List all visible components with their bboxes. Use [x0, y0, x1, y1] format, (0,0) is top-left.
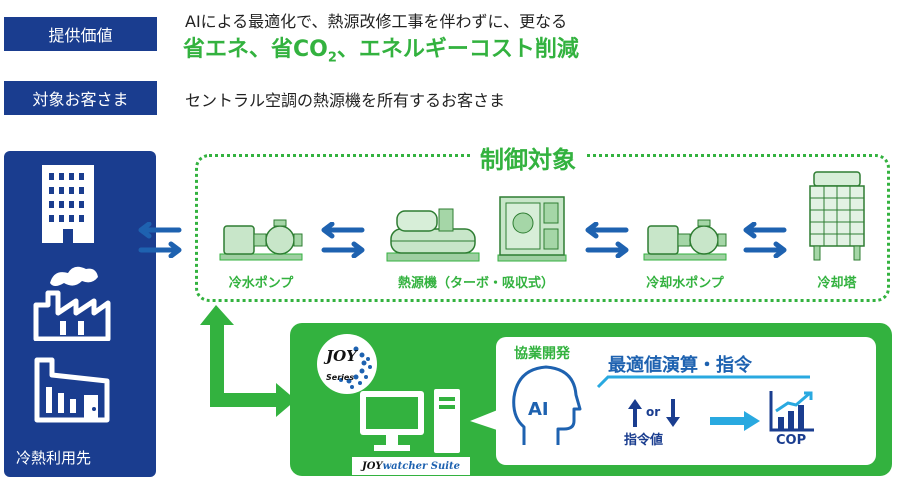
bidirectional-arrow-icon	[585, 222, 629, 258]
cooling-tower-icon	[809, 171, 865, 261]
cooling-water-pump-label: 冷却水ポンプ	[646, 276, 724, 291]
customer-text: セントラル空調の熱源機を所有するお客さま	[185, 91, 506, 110]
or-label: or	[646, 405, 661, 419]
command-value-label: 指令値	[624, 433, 664, 448]
svg-text:JOY: JOY	[323, 347, 358, 365]
store-icon	[34, 357, 110, 423]
bidirectional-arrow-icon	[743, 222, 787, 258]
watcher-suite-text: watcher Suite	[382, 460, 461, 472]
value-line2-b: 、エネルギーコスト削減	[336, 37, 579, 62]
cooling-tower-label: 冷却塔	[817, 276, 857, 291]
cooling-user-panel: 冷熱利用先	[4, 151, 156, 477]
ai-head-icon	[512, 365, 582, 445]
factory-icon	[33, 266, 111, 341]
bidirectional-arrow-icon	[321, 222, 365, 258]
right-arrow-icon	[710, 411, 760, 431]
control-target-title: 制御対象	[470, 140, 586, 175]
watcher-suite-joy: JOY	[361, 460, 383, 472]
value-label: 提供価値	[4, 17, 157, 51]
down-arrow-icon	[666, 399, 680, 427]
chilled-water-pump-label: 冷水ポンプ	[228, 276, 294, 291]
up-arrow-icon	[628, 399, 642, 427]
office-building-icon	[42, 165, 94, 243]
chilled-water-pump-icon	[219, 219, 303, 261]
title-bracket-line	[596, 375, 810, 389]
cop-chart-icon	[769, 391, 814, 432]
value-line2: 省エネ、省CO2、エネルギーコスト削減	[183, 31, 579, 65]
optimization-title: 最適値演算・指令	[608, 355, 752, 376]
speech-pointer-icon	[470, 409, 500, 431]
bidirectional-arrow-icon	[138, 222, 182, 258]
value-line2-sub: 2	[327, 50, 337, 66]
computer-icon	[360, 389, 460, 453]
turbo-chiller-icon	[386, 208, 480, 262]
absorption-chiller-icon	[497, 196, 567, 262]
cop-label: COP	[776, 433, 807, 448]
cooling-user-caption: 冷熱利用先	[16, 449, 92, 467]
joint-development-label: 協業開発	[514, 346, 570, 362]
control-link-arrow-icon	[200, 305, 296, 417]
joy-series-text: Series	[326, 373, 355, 382]
cooling-water-pump-icon	[643, 219, 727, 261]
value-line2-a: 省エネ、省CO	[183, 37, 328, 62]
joy-series-logo: JOY	[317, 334, 377, 394]
customer-label: 対象お客さま	[4, 81, 157, 115]
value-line1: AIによる最適化で、熱源改修工事を伴わずに、更なる	[185, 12, 568, 31]
heat-source-machine-label: 熱源機（ターボ・吸収式）	[397, 276, 554, 291]
ai-label: AI	[528, 399, 549, 420]
